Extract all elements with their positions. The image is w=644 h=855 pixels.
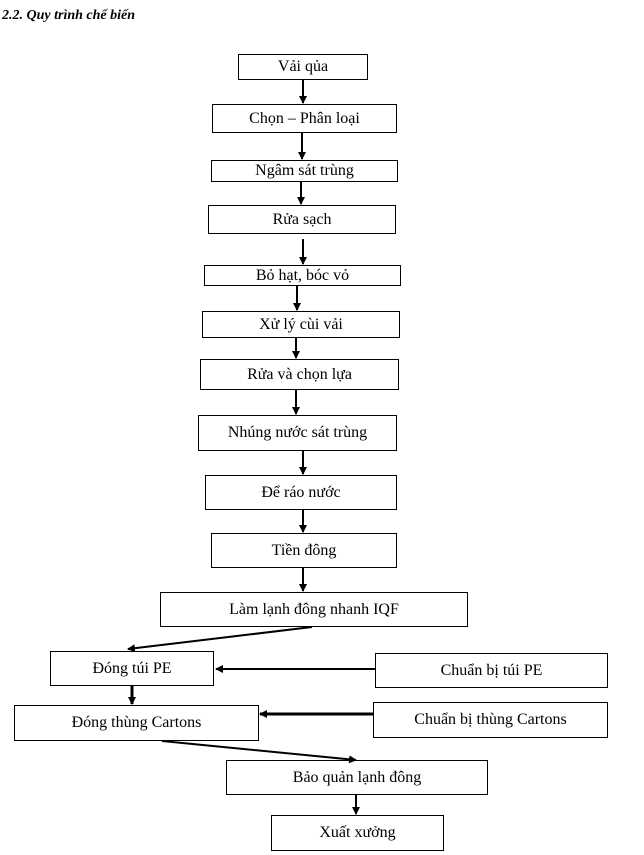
- arrow-11-12: [127, 626, 313, 653]
- arrow-13-14: [161, 740, 357, 764]
- step-vai-qua: Vải qủa: [238, 54, 368, 80]
- step-chon-phan-loai: Chọn – Phân loại: [212, 104, 397, 133]
- step-rua-va-chon-lua: Rửa và chọn lựa: [200, 359, 399, 390]
- step-xu-ly-cui-vai: Xử lý cùi vải: [202, 311, 400, 338]
- step-bo-hat-boc-vo: Bỏ hạt, bóc vỏ: [204, 265, 401, 286]
- input-chuan-bi-thung-cartons: Chuẩn bị thùng Cartons: [373, 702, 608, 738]
- step-dong-thung-cartons: Đóng thùng Cartons: [14, 705, 259, 741]
- step-bao-quan-lanh-dong: Bảo quản lạnh đông: [226, 760, 488, 795]
- section-heading: 2.2. Quy trình chế biến: [2, 8, 136, 23]
- step-xuat-xuong: Xuất xưởng: [271, 815, 444, 851]
- step-tien-dong: Tiền đông: [211, 533, 397, 568]
- step-ngam-sat-trung: Ngâm sát trùng: [211, 160, 398, 182]
- step-de-rao-nuoc: Để ráo nước: [205, 475, 397, 510]
- step-nhung-nuoc-sat-trung: Nhúng nước sát trùng: [198, 415, 397, 451]
- input-chuan-bi-tui-pe: Chuẩn bị túi PE: [375, 653, 608, 688]
- step-rua-sach: Rửa sạch: [208, 205, 396, 234]
- step-lam-lanh-dong-nhanh-iqf: Làm lạnh đông nhanh IQF: [160, 592, 468, 627]
